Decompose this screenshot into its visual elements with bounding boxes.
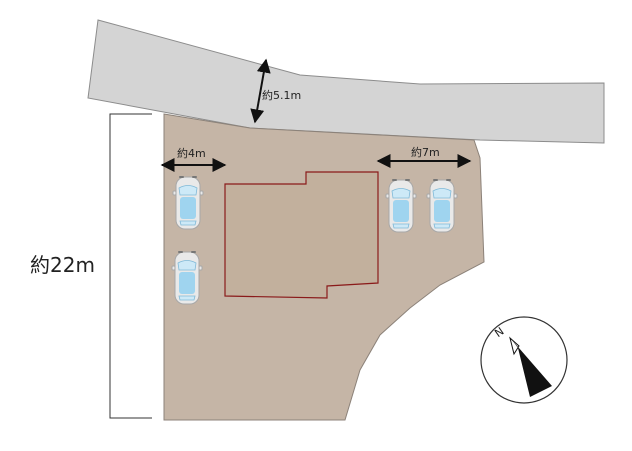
- road: [87, 19, 605, 144]
- car-icon: [385, 178, 417, 233]
- right-width-label: 約7m: [411, 145, 440, 159]
- road-width-label: 約5.1m: [262, 88, 301, 102]
- building-footprint: [224, 171, 379, 299]
- car-icon: [426, 178, 458, 233]
- depth-label: 約22m: [30, 253, 95, 277]
- car-icon: [171, 250, 203, 305]
- car-icon: [172, 175, 204, 230]
- depth-bracket: [109, 113, 152, 419]
- left-width-label: 約4m: [177, 146, 206, 160]
- compass-icon: N: [480, 316, 568, 404]
- road-width-arrow: [250, 58, 271, 124]
